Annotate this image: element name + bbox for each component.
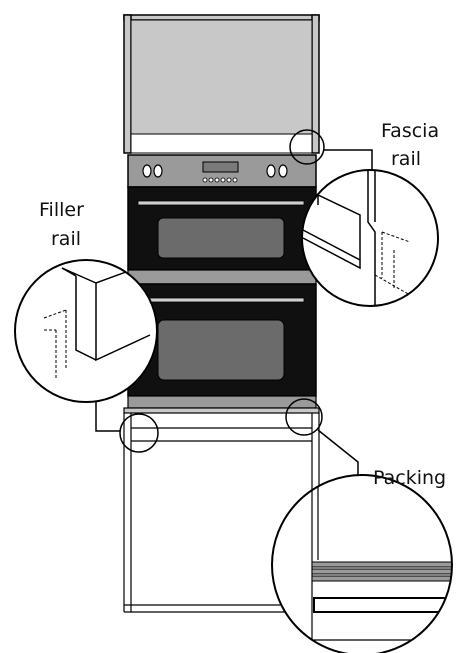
double-oven xyxy=(127,154,317,409)
filler-rail-label-line2: rail xyxy=(51,228,81,250)
lower-cabinet xyxy=(123,407,320,613)
packing-zoom xyxy=(271,474,453,653)
fascia-rail-label-line2: rail xyxy=(391,148,421,170)
bottom-oven-handle xyxy=(137,297,305,303)
top-oven-handle xyxy=(137,200,305,206)
detail-marker-circles xyxy=(119,129,325,453)
button-row-icon xyxy=(202,177,238,183)
fascia-marker-circle xyxy=(289,129,325,165)
filler-rail-label-line1: Filler xyxy=(39,199,84,221)
filler-marker-circle xyxy=(119,413,159,453)
fascia-rail-zoom xyxy=(301,169,439,307)
packing-label: Packing xyxy=(373,467,446,489)
top-oven-window xyxy=(157,217,285,259)
control-knob-icon xyxy=(142,164,288,178)
filler-leader-line xyxy=(95,402,120,432)
upper-cabinet xyxy=(123,14,320,154)
filler-rail-zoom xyxy=(14,259,158,403)
fascia-leader-line xyxy=(324,149,373,174)
packing-marker-circle xyxy=(285,398,323,436)
display-icon xyxy=(202,161,239,173)
fascia-rail-label-line1: Fascia xyxy=(381,120,439,142)
bottom-oven-window xyxy=(157,319,285,381)
